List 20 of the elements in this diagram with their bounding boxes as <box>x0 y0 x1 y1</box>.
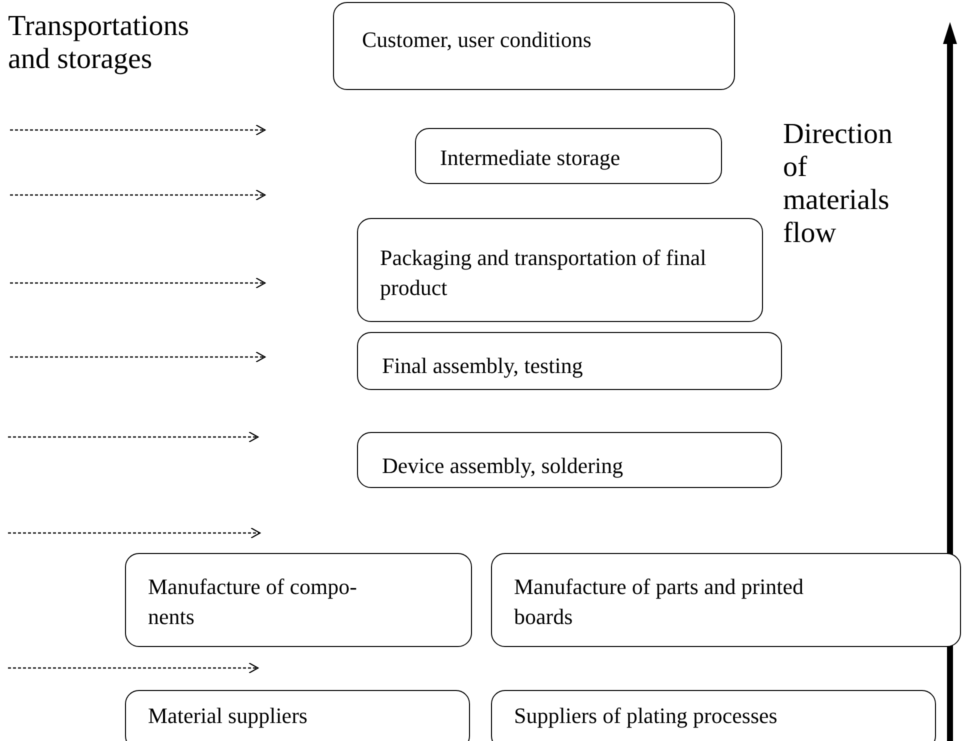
process-box <box>415 128 722 184</box>
box-label: Manufacture of compo-nents <box>148 573 358 631</box>
process-box <box>333 2 735 90</box>
annotation-text: Direction of materials flow <box>783 118 894 250</box>
box-label: Manufacture of parts and printed boards <box>514 573 805 631</box>
process-box <box>357 432 782 488</box>
box-label: Suppliers of plating processes <box>514 702 778 730</box>
box-label: Intermediate storage <box>440 144 622 172</box>
box-label: Customer, user conditions <box>362 26 592 54</box>
process-box <box>357 332 782 390</box>
process-box <box>125 553 472 647</box>
annotation-text: Transportations and storages <box>8 10 190 76</box>
box-label: Final assembly, testing <box>382 352 584 380</box>
box-label: Material suppliers <box>148 702 308 730</box>
box-label: Device assembly, soldering <box>382 452 624 480</box>
process-box <box>357 218 763 322</box>
process-box <box>491 690 936 741</box>
box-label: Packaging and transportation of final product <box>380 244 708 302</box>
process-box <box>125 690 470 741</box>
process-box <box>491 553 961 647</box>
